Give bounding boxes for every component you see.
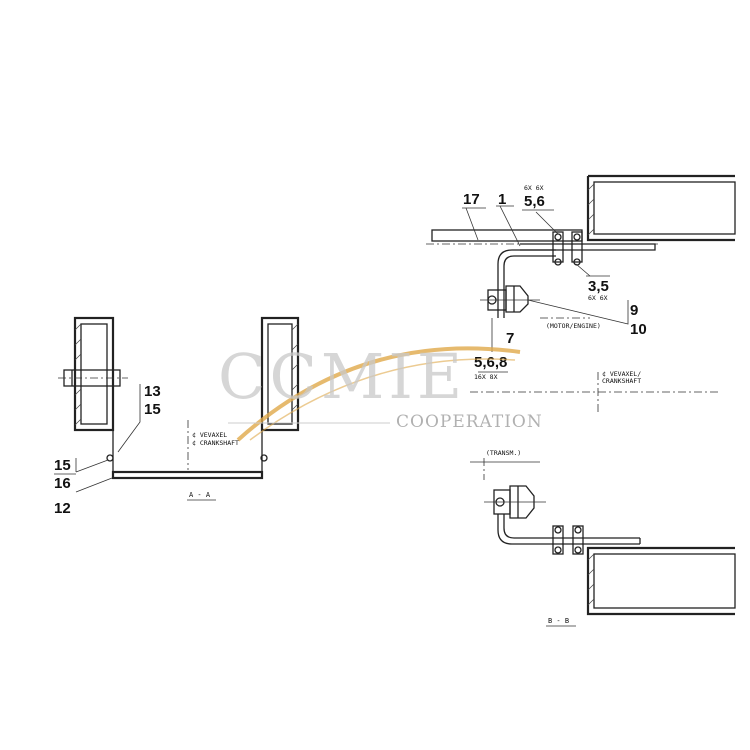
left-housing [58,316,128,432]
callout-10: 10 [630,321,647,338]
callout-5-6: 5,6 [524,193,545,210]
leader-5-6 [535,211,559,235]
aa-title: A - A [189,491,211,499]
callout-5-6-qty: 6X 6X [524,184,544,192]
callout-12: 12 [54,500,71,517]
leader-9-10 [527,299,629,325]
callout-9: 9 [630,302,638,319]
leader-17 [465,207,479,241]
leader-15-16 [75,459,109,473]
motor-label: (MOTOR/ENGINE) [546,322,601,330]
callout-5-6-8-qty: 16X 8X [474,373,498,381]
leader-1 [499,205,521,247]
top-housing [586,174,736,242]
bottom-housing [586,546,736,616]
watermark-logo: CCMIE COOPERATION [218,340,543,442]
aa-centerline-label-1: ¢ VEVAXEL [192,431,227,439]
section-aa: ¢ VEVAXEL ¢ CRANKSHAFT 13 15 15 16 12 A … [54,316,300,517]
callout-15-top: 15 [144,401,161,418]
callout-13: 13 [144,383,161,400]
callout-1: 1 [498,191,506,208]
lower-bracket: (TRANSM.) [470,449,641,555]
watermark-subtitle: COOPERATION [396,412,543,432]
transm-label: (TRANSM.) [486,449,521,457]
watermark-letters: CCMIE [218,340,466,413]
callout-3-5-qty: 6X 6X [588,294,608,302]
cross-member [106,400,268,480]
bb-title: B - B [548,617,569,625]
bb-centerline-label-2: CRANKSHAFT [602,377,641,385]
aa-centerline-label-2: ¢ CRANKSHAFT [192,439,239,447]
leader-12 [75,477,113,493]
callout-17: 17 [463,191,480,208]
leader-13 [117,384,141,453]
leader-3-5 [575,263,591,277]
watermark-swoosh [236,346,521,442]
bb-centerline-label-1: ¢ VEVAXEL/ [602,370,641,378]
callout-7: 7 [506,330,514,347]
top-plate [426,229,660,266]
callout-5-6-8: 5,6,8 [474,354,507,371]
callout-3-5: 3,5 [588,278,609,295]
upper-bracket [480,249,556,318]
callout-15-bottom: 15 [54,457,71,474]
callout-16: 16 [54,475,71,492]
section-bb: (MOTOR/ENGINE) ¢ VEVAXEL/ CRANKSHAFT (TR… [426,174,736,627]
right-housing [260,316,300,432]
